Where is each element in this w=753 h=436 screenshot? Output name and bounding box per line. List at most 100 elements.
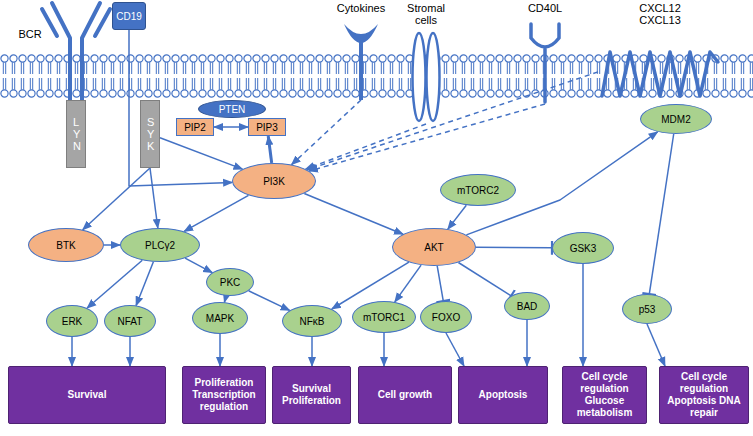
- signaling-node: BTK: [28, 228, 104, 262]
- node-label: BTK: [56, 240, 75, 251]
- node-label: BCR: [18, 28, 41, 40]
- node-label: NFAT: [118, 316, 143, 327]
- node-label: PKC: [220, 277, 241, 288]
- node-label: Survival Proliferation: [275, 383, 348, 407]
- activation-connector: [311, 337, 313, 366]
- activation-connector: [268, 136, 272, 163]
- activation-connector: [87, 260, 142, 308]
- node-label: FOXO: [432, 312, 460, 323]
- activation-connector: [184, 195, 248, 231]
- outcome-box: Cell cycle regulation Glucose metabolism: [562, 366, 647, 424]
- activation-connector: [150, 168, 158, 228]
- node-label: Cell cycle regulation Apoptosis DNA repa…: [662, 371, 746, 419]
- node-label: CXCL12 CXCL13: [635, 2, 685, 26]
- activation-connector: [136, 262, 153, 306]
- signaling-node: mTORC1: [352, 301, 416, 333]
- node-label: LYN: [73, 116, 79, 152]
- signaling-node: MDM2: [640, 104, 712, 134]
- node-label: NFκB: [300, 316, 325, 327]
- activation-connector: [219, 334, 221, 366]
- chemokine-receptor: [602, 52, 718, 96]
- activation-connector: [307, 72, 598, 170]
- activation-connector: [448, 205, 467, 229]
- activation-connector: [292, 100, 361, 165]
- signaling-node: ERK: [46, 305, 98, 337]
- node-label: Proliferation Transcription regulation: [185, 377, 263, 413]
- cytokine-receptor: [344, 24, 378, 100]
- phosphatase-ellipse: PTEN: [198, 100, 266, 118]
- receptor-box: CD19: [112, 2, 146, 30]
- node-label: PI3K: [263, 176, 285, 187]
- node-label: PTEN: [219, 104, 246, 115]
- activation-connector: [647, 324, 665, 366]
- activation-connector: [582, 264, 584, 366]
- node-label: PIP3: [256, 122, 278, 133]
- node-label: Cytokines: [337, 2, 385, 14]
- receptor-label: CXCL12 CXCL13: [598, 2, 722, 100]
- signaling-node: GSK3: [552, 232, 614, 264]
- node-label: mTORC2: [457, 185, 499, 196]
- kinase-box: SYK: [140, 100, 160, 168]
- activation-connector: [526, 320, 528, 366]
- activation-connector: [160, 138, 243, 169]
- inhibition-connector: [458, 263, 511, 296]
- node-label: Apoptosis: [479, 389, 528, 401]
- inhibition-connector: [437, 266, 443, 301]
- node-label: Stromal cells: [398, 2, 454, 26]
- node-label: Cell growth: [378, 389, 432, 401]
- lipid-box: PIP2: [176, 118, 214, 136]
- node-label: CD40L: [528, 2, 562, 14]
- activation-connector: [185, 258, 212, 272]
- receptor-label: CD40L: [518, 2, 572, 104]
- node-label: ERK: [62, 316, 83, 327]
- node-label: mTORC1: [363, 312, 405, 323]
- node-label: Survival: [68, 389, 107, 401]
- outcome-box: Cell cycle regulation Apoptosis DNA repa…: [659, 366, 749, 424]
- signaling-node: mTORC2: [440, 174, 516, 206]
- activation-connector: [309, 104, 545, 171]
- signaling-node: p53: [622, 294, 672, 324]
- activation-connector: [446, 333, 464, 366]
- outcome-box: Apoptosis: [458, 366, 548, 424]
- node-label: PIP2: [184, 122, 206, 133]
- lipid-box: PIP3: [248, 118, 286, 136]
- receptor-label: Stromal cells: [398, 2, 454, 124]
- signaling-node: PLCγ2: [120, 228, 200, 262]
- signaling-node: PI3K: [232, 163, 316, 199]
- outcome-box: Survival: [8, 366, 166, 424]
- activation-connector: [104, 244, 120, 246]
- activation-connector: [306, 124, 426, 169]
- node-label: MDM2: [661, 114, 690, 125]
- node-label: MAPK: [206, 313, 234, 324]
- signaling-node: PKC: [206, 268, 254, 296]
- activation-connector: [395, 265, 421, 302]
- activation-connector: [383, 333, 385, 366]
- node-label: SYK: [147, 116, 153, 152]
- signaling-node: AKT: [392, 228, 476, 266]
- activation-connector: [249, 291, 290, 311]
- signaling-node: NFAT: [104, 305, 156, 337]
- inhibition-connector: [476, 247, 552, 249]
- activation-connector: [304, 194, 403, 235]
- node-label: GSK3: [570, 243, 597, 254]
- activation-connector: [129, 337, 131, 366]
- activation-connector: [71, 337, 73, 366]
- kinase-box: LYN: [66, 100, 86, 168]
- signaling-node: BAD: [504, 292, 550, 320]
- activation-connector: [83, 168, 150, 230]
- stromal-cell-contact: [413, 33, 440, 121]
- outcome-box: Survival Proliferation: [272, 366, 351, 424]
- signaling-node: MAPK: [192, 302, 248, 334]
- activation-connector: [214, 126, 248, 128]
- node-label: AKT: [424, 242, 443, 253]
- receptor-label: Cytokines: [328, 2, 394, 100]
- signaling-node: NFκB: [282, 305, 342, 337]
- bcr-receptor: [42, 3, 110, 100]
- inhibition-connector: [649, 134, 673, 294]
- node-label: PLCγ2: [145, 240, 175, 251]
- node-label: BAD: [517, 301, 538, 312]
- node-label: Cell cycle regulation Glucose metabolism: [565, 371, 644, 419]
- node-label: CD19: [116, 11, 142, 22]
- signaling-node: FOXO: [420, 301, 472, 333]
- receptor-label: BCR: [14, 28, 46, 44]
